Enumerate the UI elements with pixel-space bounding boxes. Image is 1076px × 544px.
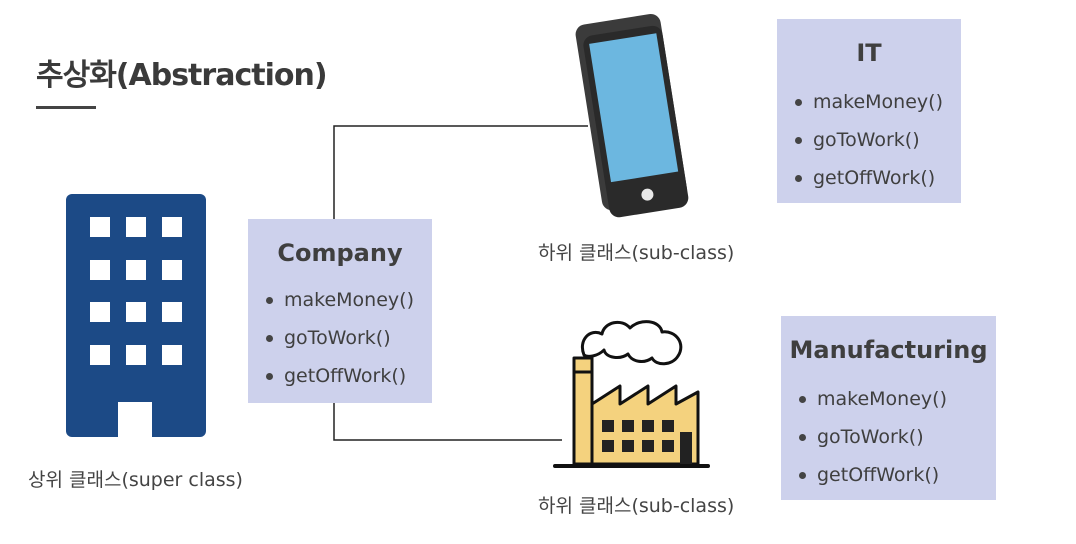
company-method-list: makeMoney() goToWork() getOffWork() <box>266 281 414 395</box>
manufacturing-method-item: makeMoney() <box>799 380 947 418</box>
it-class-name: IT <box>856 39 882 67</box>
manufacturing-method-item: goToWork() <box>799 418 947 456</box>
manufacturing-class-box: Manufacturing makeMoney() goToWork() get… <box>781 316 996 500</box>
it-method-item: makeMoney() <box>795 83 943 121</box>
it-method-item: getOffWork() <box>795 159 943 197</box>
page-title: 추상화(Abstraction) <box>36 58 328 93</box>
manufacturing-method-list: makeMoney() goToWork() getOffWork() <box>799 380 947 494</box>
connector-company-manufacturing <box>333 403 562 441</box>
company-class-name: Company <box>277 239 403 267</box>
super-class-caption: 상위 클래스(super class) <box>28 469 243 491</box>
it-method-list: makeMoney() goToWork() getOffWork() <box>795 83 943 197</box>
manufacturing-method-item: getOffWork() <box>799 456 947 494</box>
sub-class-caption-manufacturing: 하위 클래스(sub-class) <box>538 495 735 517</box>
connector-company-it <box>333 125 588 219</box>
company-class-box: Company makeMoney() goToWork() getOffWor… <box>248 219 432 403</box>
it-class-box: IT makeMoney() goToWork() getOffWork() <box>777 19 961 203</box>
sub-class-caption-it: 하위 클래스(sub-class) <box>538 242 735 264</box>
manufacturing-class-name: Manufacturing <box>789 336 988 364</box>
company-method-item: makeMoney() <box>266 281 414 319</box>
building-icon <box>66 194 206 437</box>
title-underline <box>36 106 96 109</box>
tablet-icon <box>575 14 689 218</box>
it-method-item: goToWork() <box>795 121 943 159</box>
factory-icon <box>553 320 710 468</box>
company-method-item: getOffWork() <box>266 357 414 395</box>
company-method-item: goToWork() <box>266 319 414 357</box>
